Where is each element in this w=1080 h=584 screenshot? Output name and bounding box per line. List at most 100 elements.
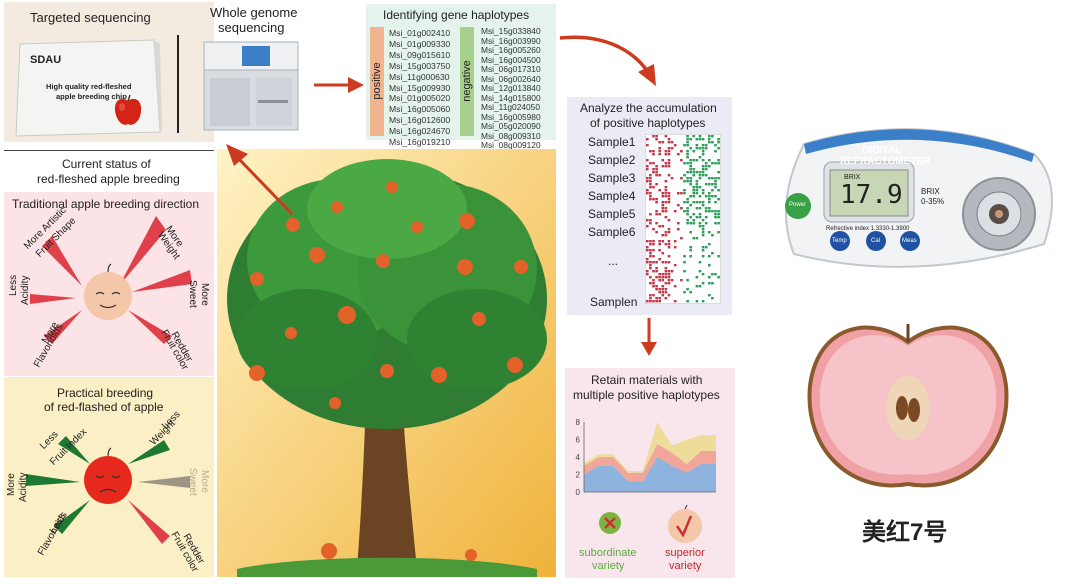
area-series-1 [584,457,716,492]
sample-label-last: Samplen [590,295,638,309]
practical-acidity-line1: More [6,473,17,496]
refractometer-title-line1: DIGITAL [862,145,902,156]
refractive-index-label: Refrective index 1.3330-1.3900 [826,226,910,232]
gene-item: Msi_16g019210 [389,137,451,148]
gene-item: Msi_16g024670 [389,126,451,137]
area-chart-axes [583,422,716,493]
chip-text-line2: apple breeding chip [56,92,127,101]
practical-sweet-line1: More [199,470,210,493]
gene-item: Msi_08g009310 [481,130,541,141]
gene-item: Msi_09g015610 [389,49,451,60]
gene-item: Msi_11g000630 [389,71,450,82]
targeted-sequencing-title: Targeted sequencing [30,10,151,25]
practical-acidity-line2: Acidity [18,472,29,502]
sample-label: Sample6 [588,225,636,239]
display-unit-line2: 0-35% [921,197,945,206]
sample-label: Sample3 [588,171,636,185]
chip-text-line1: High quality red-fleshed [46,82,132,91]
practical-sweet-line2: Sweet [187,468,198,496]
arrow-to-haplotypes [314,77,364,93]
status-title-line1: Current status of [62,157,151,171]
traditional-diagram [30,216,192,344]
negative-label: negative [461,60,473,102]
arrow-to-retain [641,318,657,356]
sequencer-machine-image [198,38,304,134]
trait-acidity-line1: Less [8,274,19,296]
gene-item: Msi_16g003990 [481,35,541,46]
gene-item: Msi_16g005980 [481,111,541,122]
haplotype-title: Identifying gene haplotypes [383,8,530,22]
gene-item: Msi_12g013840 [481,83,541,93]
variety-name: 美红7号 [862,519,948,546]
retain-title-line1: Retain materials with [591,373,703,387]
meas-button: Meas [902,238,917,244]
temp-button: Temp [832,238,847,244]
sample-label: Sample2 [588,153,636,167]
sample-label: Sample5 [588,207,636,221]
gene-item: Msi_01g002410 [389,28,451,38]
gene-item: Msi_14g015800 [481,92,541,103]
retain-title-line2: multiple positive haplotypes [573,388,720,402]
trait-sweet-line2: Sweet [187,280,198,308]
power-button: Power [789,202,807,208]
panel-divider [177,35,179,133]
cal-button: Cal [871,238,881,244]
cut-red-flesh-apple-image [807,324,1009,488]
negative-gene-list: Msi_15g033840 Msi_16g003990 Msi_16g00526… [481,26,541,151]
sample-ellipsis: ... [608,254,619,268]
traditional-title: Traditional apple breeding direction [12,197,200,211]
negative-bar [460,27,474,136]
area-series-3 [584,422,716,473]
gene-item: Msi_11g024050 [481,102,540,112]
gene-item: Msi_16g005060 [389,104,451,115]
gene-item: Msi_16g005260 [481,45,541,55]
gene-item: Msi_01g005020 [389,93,451,104]
practical-title-line1: Practical breeding [57,386,154,400]
gene-item: Msi_15g033840 [481,26,541,36]
gene-item: Msi_06g017310 [481,64,541,74]
positive-bar [370,27,384,136]
status-divider [4,150,214,151]
chip-brand: SDAU [30,54,62,66]
apple-tree-illustration [217,149,556,577]
superior-variety-icon [668,504,702,543]
display-reading: 17.9 [840,180,903,210]
display-unit-line1: BRIX [921,187,940,196]
accumulation-title-line2: of positive haplotypes [590,116,706,130]
superior-label-line2: variety [669,560,702,572]
sample-label: Sample1 [588,135,636,149]
arrow-tree-to-sequencing [226,144,294,216]
arrow-to-accumulation [559,35,656,86]
sample-label: Sample4 [588,189,636,203]
superior-label-line1: superior [665,547,705,559]
trait-sweet-line1: More [199,283,210,306]
gene-item: Msi_06g002640 [481,73,541,84]
gene-item: Msi_05g020090 [481,121,541,131]
small-apple-image [114,94,142,125]
y-tick-label: 2 [576,471,581,480]
refractometer-device [774,114,1064,282]
subordinate-variety-icon [599,512,621,534]
gene-item: Msi_01g009330 [389,38,451,49]
gene-item: Msi_15g003750 [389,60,451,71]
status-title-line2: red-fleshed apple breeding [37,172,180,186]
practical-title-line2: of red-flashed of apple [44,400,164,414]
positive-label: positive [371,62,383,100]
wgs-title-line2: sequencing [218,20,285,35]
accumulation-title-line1: Analyze the accumulation [580,101,717,115]
subordinate-label-line2: variety [592,560,625,572]
y-tick-label: 4 [576,453,581,462]
display-brix-label: BRIX [844,174,861,181]
gene-item: Msi_15g009930 [389,82,451,93]
subordinate-label-line1: subordinate [579,547,637,559]
y-tick-label: 0 [576,488,581,497]
refractometer-title-line2: REFRACTOMETER [840,156,931,167]
y-tick-label: 6 [576,436,581,445]
haplotype-heatmap [645,134,721,304]
area-series-2 [584,443,716,482]
positive-haplotype-area-chart: 0 2 4 6 8 [576,418,716,497]
practical-diagram [26,436,190,544]
y-tick-label: 8 [576,418,581,427]
positive-gene-list: Msi_01g002410 Msi_01g009330 Msi_09g01561… [389,28,450,148]
gene-item: Msi_16g004500 [481,54,541,65]
